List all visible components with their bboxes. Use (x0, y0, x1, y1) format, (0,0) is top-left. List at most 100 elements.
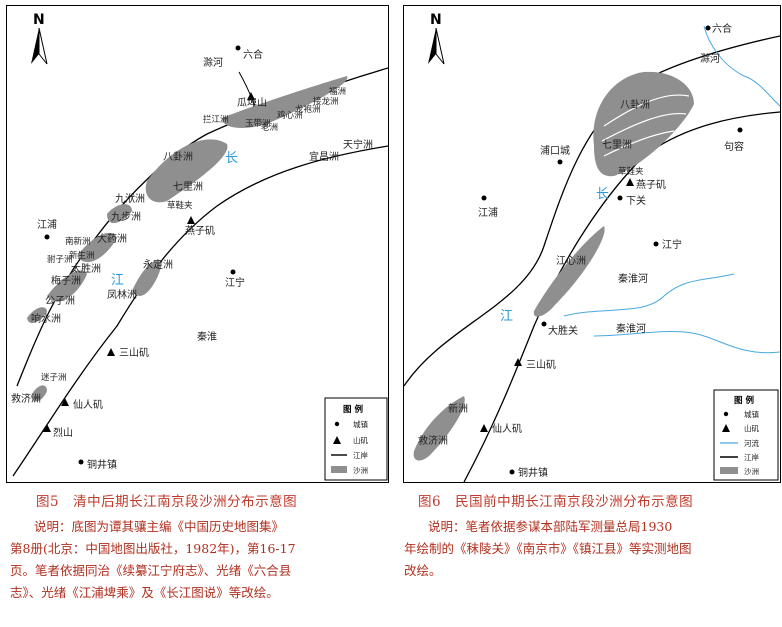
place-label: 仙人矶 (73, 398, 103, 411)
legend-item: 江岸 (744, 453, 759, 462)
note-line: 第8册(北京：中国地图出版社，1982年)，第16-17 (10, 541, 296, 556)
place-label: 迷子洲 (41, 372, 67, 383)
legend-town-icon (723, 411, 729, 417)
town-dot (705, 25, 711, 31)
sandbar-jiufu (107, 204, 132, 224)
place-label: 七里洲 (173, 181, 203, 193)
mountain-icon (187, 216, 195, 224)
mountain-icon (626, 178, 634, 186)
legend-item: 沙洲 (744, 467, 759, 476)
place-label: 江浦 (478, 206, 498, 219)
town-dot (230, 269, 236, 275)
place-label: 凤林洲 (107, 288, 137, 301)
place-label: 新洲 (448, 402, 468, 415)
place-label: 七里洲 (602, 139, 632, 151)
right-map: N 六合 滁河 八卦洲 七里洲 草鞋夹 浦口城 句容 (403, 5, 781, 483)
mountain-icon (247, 92, 255, 100)
place-label: 三山矶 (526, 359, 556, 371)
river-label: 江 (500, 309, 513, 324)
place-label: 南新洲 (65, 236, 91, 247)
place-label: 公子洲 (45, 295, 75, 307)
note-line: 改绘。 (404, 563, 442, 578)
river-label: 长 (596, 187, 609, 202)
place-label: 天宁洲 (343, 138, 373, 151)
place-label: 铜井镇 (87, 458, 117, 471)
place-label: 滁河 (203, 56, 223, 69)
mountain-markers (43, 92, 255, 432)
legend-item: 城镇 (744, 409, 759, 419)
place-label: 江宁 (225, 276, 245, 289)
sandbar-gongzi (27, 307, 47, 324)
note-line: 年绘制的《秣陵关》《南京市》《镇江县》等实测地图 (404, 541, 692, 556)
place-label: 接龙洲 (313, 96, 339, 107)
place-label: 宜昌洲 (309, 150, 339, 163)
place-label: 仙人矶 (492, 422, 522, 435)
legend: 图 例 城镇 山矶 河流 江岸 沙洲 (713, 389, 779, 481)
rivers (563, 25, 780, 354)
right-caption: 图6 民国前中期长江南京段沙洲分布示意图 (418, 494, 694, 510)
qinhuai-river-2 (593, 331, 780, 354)
legend-sandbar-icon (720, 467, 738, 474)
mountain-icon (107, 348, 115, 356)
north-arrow-icon (31, 28, 39, 64)
river-bank-south (463, 111, 780, 482)
place-label: 秦淮河 (618, 272, 648, 285)
place-label: 江浦 (37, 218, 57, 231)
legend-item: 山矶 (353, 435, 368, 445)
mountain-icon (480, 424, 488, 432)
river-bank-north (404, 35, 780, 387)
place-label: 老洲 (261, 122, 278, 133)
place-label: 三山矶 (119, 347, 149, 359)
right-note: 说明：笔者依据参谋本部陆军测量总局1930 年绘制的《秣陵关》《南京市》《镇江县… (404, 516, 780, 582)
north-arrow-icon (428, 28, 436, 64)
town-dot (653, 241, 659, 247)
place-label: 太胜洲 (71, 262, 101, 275)
place-label: 秦淮河 (616, 322, 646, 335)
place-label: 秦淮 (197, 330, 217, 343)
place-label: 草鞋夹 (618, 166, 644, 177)
legend-title: 图 例 (343, 404, 363, 415)
place-label: 永定洲 (143, 258, 173, 271)
note-line: 志》、光绪《江浦埤乘》及《长江图说》等改绘。 (10, 585, 279, 600)
place-label: 燕子矶 (636, 179, 666, 191)
sandbar-meizi (47, 270, 87, 302)
legend-title: 图 例 (734, 395, 754, 406)
river-bank-south (12, 145, 388, 477)
place-label: 六合 (712, 22, 732, 35)
place-label: 句容 (724, 140, 744, 153)
place-label: 梅子洲 (51, 274, 81, 287)
town-markers (481, 25, 743, 475)
place-label: 大胜关 (548, 324, 578, 337)
place-label: 八卦洲 (163, 150, 193, 163)
river-label: 江 (111, 273, 124, 288)
place-label: 八卦洲 (620, 98, 650, 111)
town-dot (737, 127, 743, 133)
sandbar-bagua (145, 139, 228, 203)
town-dot (481, 195, 487, 201)
left-map: N 六合 滁河 瓜埠山 拦江洲 玉带洲 老洲 鸡心洲 龙袍洲 接龙洲 福洲 天宁… (6, 5, 389, 483)
place-label: 福洲 (329, 86, 346, 97)
town-dot (78, 459, 84, 465)
sandbars (413, 71, 694, 461)
place-label: 驸子洲 (47, 254, 73, 265)
chu-river (703, 25, 780, 107)
note-line: 说明：笔者依据参谋本部陆军测量总局1930 (428, 519, 673, 534)
town-dot (617, 195, 623, 201)
river-label: 长 (225, 151, 238, 166)
note-line: 页。笔者依据同治《续纂江宁府志》、光绪《六合县 (10, 563, 292, 578)
sandbar-north-cluster (222, 76, 348, 128)
place-label: 大药洲 (97, 232, 127, 245)
place-label: 铜井镇 (518, 466, 548, 479)
legend-item: 沙洲 (353, 466, 368, 475)
place-label: 新生洲 (69, 250, 95, 261)
place-label: 烈山 (53, 427, 73, 439)
legend-mountain-icon (722, 424, 730, 432)
town-dot (557, 159, 563, 165)
left-caption: 图5 清中后期长江南京段沙洲分布示意图 (36, 494, 298, 510)
mountain-icon (514, 358, 522, 366)
legend-item: 山矶 (744, 423, 759, 433)
place-label: 浦口城 (540, 144, 570, 157)
place-label: 瓜埠山 (237, 96, 267, 109)
place-label: 九步洲 (111, 211, 141, 223)
place-label: 九洑洲 (115, 192, 145, 205)
